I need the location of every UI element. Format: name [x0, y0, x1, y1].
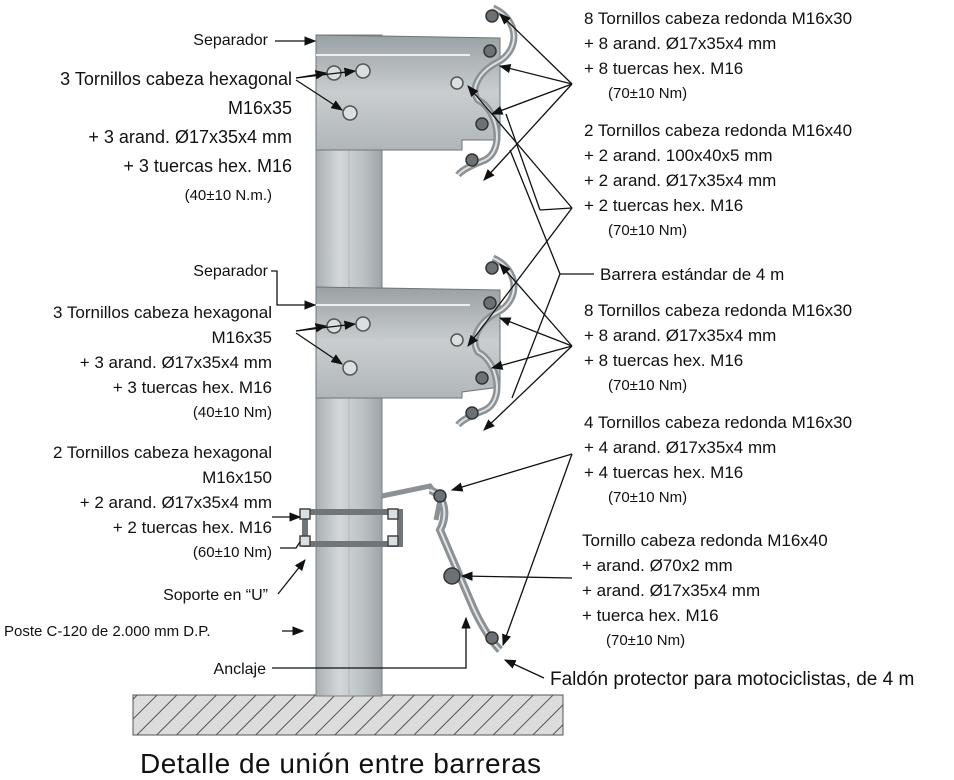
label-faldon: Faldón protector para motociclistas, de …: [550, 667, 914, 692]
ground-hatch: [132, 694, 564, 736]
label-anclaje: Anclaje: [120, 657, 266, 682]
round-bolts-middle-line-4: (70±10 Nm): [608, 377, 688, 394]
label-separador-middle: Separador: [120, 259, 268, 284]
label-round-bolts-middle: 8 Tornillos cabeza redonda M16x30 + 8 ar…: [584, 298, 852, 398]
u-bolts: [299, 508, 399, 547]
hex-bolts-middle-line-5: (40±10 Nm): [192, 404, 272, 421]
hex-bolts-upper-line-4: + 3 tuercas hex. M16: [123, 156, 292, 176]
hex-bolts-middle-line-1: 3 Tornillos cabeza hexagonal: [53, 303, 272, 322]
round-bolts-middle-line-3: + 8 tuercas hex. M16: [584, 351, 744, 370]
leader-lines-left: [271, 36, 471, 669]
round-bolts: [433, 9, 499, 645]
round-bolts-lower-line-3: + 4 tuercas hex. M16: [584, 463, 744, 482]
round-bolts-m16x40-line-4: + 2 tuercas hex. M16: [584, 196, 744, 215]
round-bolt-single-line-4: + tuerca hex. M16: [582, 606, 719, 625]
label-barrera: Barrera estándar de 4 m: [600, 262, 784, 287]
label-hex-bolts-upper: 3 Tornillos cabeza hexagonal M16x35 + 3 …: [0, 65, 292, 210]
hex-bolts-upper-line-1: 3 Tornillos cabeza hexagonal: [60, 69, 292, 89]
poste-text: Poste C-120 de 2.000 mm D.P.: [4, 623, 211, 640]
round-bolts-m16x40-line-5: (70±10 Nm): [608, 222, 688, 239]
round-bolts-middle-line-2: + 8 arand. Ø17x35x4 mm: [584, 326, 777, 345]
faldon-text: Faldón protector para motociclistas, de …: [550, 669, 915, 690]
hex-bolts-u-line-4: + 2 tuercas hex. M16: [112, 518, 272, 537]
separador-upper-text: Separador: [193, 32, 268, 49]
round-bolts-middle-line-1: 8 Tornillos cabeza redonda M16x30: [584, 301, 853, 320]
hex-bolts-upper-line-5: (40±10 N.m.): [184, 187, 272, 204]
round-bolts-m16x40-line-3: + 2 arand. Ø17x35x4 mm: [584, 171, 777, 190]
round-bolts-upper-line-2: + 8 arand. Ø17x35x4 mm: [584, 34, 777, 53]
round-bolt-single-line-5: (70±10 Nm): [606, 632, 686, 649]
label-round-bolts-upper: 8 Tornillos cabeza redonda M16x30 + 8 ar…: [584, 6, 852, 106]
round-bolts-m16x40-line-2: + 2 arand. 100x40x5 mm: [584, 146, 773, 165]
round-bolts-lower-line-4: (70±10 Nm): [608, 489, 688, 506]
label-round-bolts-lower: 4 Tornillos cabeza redonda M16x30 + 4 ar…: [584, 410, 852, 510]
label-round-bolt-single: Tornillo cabeza redonda M16x40 + arand. …: [582, 528, 828, 653]
label-separador-upper: Separador: [120, 28, 268, 53]
label-round-bolts-m16x40: 2 Tornillos cabeza redonda M16x40 + 2 ar…: [584, 118, 852, 243]
hex-bolts-u-line-1: 2 Tornillos cabeza hexagonal: [53, 443, 272, 462]
hex-bolts-u-line-2: M16x150: [202, 468, 272, 487]
hex-bolts-upper-line-3: + 3 arand. Ø17x35x4 mm: [88, 127, 292, 147]
round-bolts-upper-line-3: + 8 tuercas hex. M16: [584, 59, 744, 78]
hex-bolts-middle-line-3: + 3 arand. Ø17x35x4 mm: [79, 353, 272, 372]
separador-middle-text: Separador: [193, 263, 268, 280]
round-bolts-upper-line-1: 8 Tornillos cabeza redonda M16x30: [584, 9, 853, 28]
hex-bolts-upper-line-2: M16x35: [227, 98, 292, 118]
round-bolt-single-line-2: + arand. Ø70x2 mm: [582, 556, 733, 575]
hex-bolts-middle-line-4: + 3 tuercas hex. M16: [112, 378, 272, 397]
hex-bolts-u-line-3: + 2 arand. Ø17x35x4 mm: [79, 493, 272, 512]
round-bolts-m16x40-line-1: 2 Tornillos cabeza redonda M16x40: [584, 121, 853, 140]
motorcyclist-protector: [428, 486, 503, 653]
label-soporte-u: Soporte en “U”: [60, 583, 268, 608]
anclaje-text: Anclaje: [213, 661, 266, 678]
leader-lines-right: [450, 13, 594, 679]
hex-bolts-middle-line-2: M16x35: [211, 328, 272, 347]
figure-caption: Detalle de unión entre barreras: [140, 748, 542, 779]
spacer-middle: [315, 286, 501, 399]
round-bolt-single-line-3: + arand. Ø17x35x4 mm: [582, 581, 761, 600]
label-poste: Poste C-120 de 2.000 mm D.P.: [4, 619, 211, 644]
barrera-text: Barrera estándar de 4 m: [600, 265, 785, 284]
label-hex-bolts-middle: 3 Tornillos cabeza hexagonal M16x35 + 3 …: [0, 300, 272, 425]
label-hex-bolts-u: 2 Tornillos cabeza hexagonal M16x150 + 2…: [0, 440, 272, 565]
soporte-u-text: Soporte en “U”: [163, 587, 268, 604]
round-bolts-upper-line-4: (70±10 Nm): [608, 85, 688, 102]
u-support: [302, 509, 403, 547]
round-bolts-lower-line-2: + 4 arand. Ø17x35x4 mm: [584, 438, 777, 457]
hex-bolts-u-line-5: (60±10 Nm): [192, 544, 272, 561]
round-bolt-single-line-1: Tornillo cabeza redonda M16x40: [582, 531, 828, 550]
round-bolts-lower-line-1: 4 Tornillos cabeza redonda M16x30: [584, 413, 853, 432]
